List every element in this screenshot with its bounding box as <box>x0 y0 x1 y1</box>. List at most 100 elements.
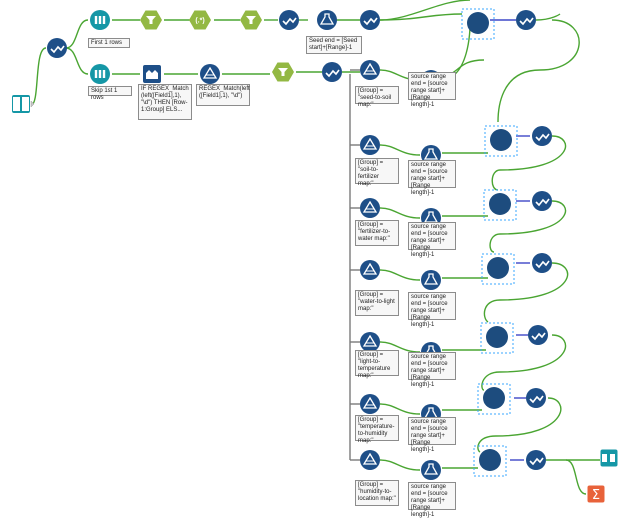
join-selection-box <box>480 322 514 354</box>
select-check-icon <box>529 395 544 404</box>
formula-tool-regex[interactable] <box>200 64 220 84</box>
annotation-group-filter-7: [Group] = "humidity-to-location map:" <box>355 480 399 506</box>
select-tool-top-3[interactable] <box>360 10 380 30</box>
filter-group-tool[interactable] <box>360 450 380 470</box>
triangle-formula-icon <box>362 62 378 75</box>
filter-icon <box>246 16 256 24</box>
join-tool[interactable] <box>483 387 505 409</box>
select-tool-after-join[interactable] <box>532 191 552 211</box>
annotation-first-rows: First 1 rows <box>88 38 130 48</box>
input-data-tool[interactable] <box>12 95 30 113</box>
join-tool[interactable] <box>486 326 508 348</box>
join-tool[interactable] <box>467 12 489 34</box>
select-tool-top-2[interactable] <box>279 10 299 30</box>
formula-source-range-tool[interactable] <box>421 270 441 290</box>
annotation-group-filter-5: [Group] = "light-to-temperature map:" <box>355 350 399 379</box>
multirow-formula-tool[interactable] <box>143 65 161 83</box>
select-tool-after-join[interactable] <box>528 325 548 345</box>
annotation-group-filter-4: [Group] = "water-to-light map:" <box>355 290 399 316</box>
filter-tool-1[interactable] <box>140 10 162 30</box>
annotation-seed-end: Seed end = [Seed start]+[Range]-1 <box>306 36 362 54</box>
select-tool-after-join[interactable] <box>532 126 552 146</box>
filter-tool-2[interactable] <box>240 10 262 30</box>
summarize-tool[interactable]: Σ <box>587 485 605 504</box>
select-check-icon <box>529 457 544 466</box>
annotation-regex-match: REGEX_Match(left ([Field1],1), "\d") <box>196 84 250 106</box>
join-selection-box <box>473 445 507 477</box>
filter-group-tool[interactable] <box>360 332 380 352</box>
join-selection-box <box>477 383 511 415</box>
filter-group-tool[interactable] <box>360 135 380 155</box>
select-tool-after-join[interactable] <box>532 253 552 273</box>
filter-icon <box>146 16 156 24</box>
connection-line <box>489 200 567 253</box>
triangle-formula-icon <box>362 452 378 465</box>
join-tool[interactable] <box>487 257 509 279</box>
connection-line <box>30 47 47 106</box>
formula-tool-seed[interactable] <box>317 10 337 30</box>
join-tool[interactable] <box>479 449 501 471</box>
triangle-formula-icon <box>362 334 378 347</box>
select-tool-after-join[interactable] <box>526 450 546 470</box>
sample-icon <box>94 16 106 24</box>
connection-line <box>65 47 89 75</box>
sigma-icon: Σ <box>592 488 600 503</box>
formula-source-range-tool[interactable] <box>421 460 441 480</box>
select-check-icon <box>535 133 550 142</box>
connection-line <box>379 269 421 281</box>
connection-line <box>379 459 421 471</box>
connection-line <box>379 403 421 415</box>
filter-group-tool[interactable] <box>360 198 380 218</box>
sample-icon <box>94 70 106 78</box>
join-tool[interactable] <box>489 193 511 215</box>
connection-line <box>379 0 471 21</box>
filter-icon <box>278 68 288 76</box>
select-tool-after-join[interactable] <box>516 10 536 30</box>
connection-line <box>565 459 587 495</box>
annotation-source-range-5: source range end = [source range start]+… <box>408 352 456 388</box>
annotation-skip-rows: Skip 1st 1 rows <box>88 86 132 101</box>
select-check-icon <box>50 45 65 54</box>
connection-line <box>491 135 567 191</box>
connection-line <box>483 262 569 323</box>
annotation-source-range-7: source range end = [source range start]+… <box>408 482 456 518</box>
sample-tool-skip[interactable] <box>90 64 110 84</box>
select-tool-after-join[interactable] <box>526 388 546 408</box>
join-selection-box <box>483 189 517 221</box>
join-selection-box <box>481 253 515 285</box>
triangle-formula-icon <box>362 262 378 275</box>
sample-tool-top[interactable] <box>90 10 110 30</box>
triangle-formula-icon <box>362 200 378 213</box>
select-tool-lower[interactable] <box>322 62 342 82</box>
binoculars-icon <box>602 454 615 462</box>
annotation-group-filter-1: [Group] = "seed-to-soil map:" <box>355 86 399 108</box>
regex-icon-label: (.*) <box>195 18 204 25</box>
filter-group-tool[interactable] <box>360 260 380 280</box>
connection-line <box>65 19 89 49</box>
join-tool[interactable] <box>490 129 512 151</box>
annotation-source-range-4: source range end = [source range start]+… <box>408 292 456 328</box>
annotation-group-filter-6: [Group] = "temperature-to-humidity map:" <box>355 415 399 444</box>
triangle-formula-icon <box>202 66 218 79</box>
filter-group-tool[interactable] <box>360 394 380 414</box>
regex-tool-top[interactable]: (.*) <box>189 10 211 30</box>
book-icon <box>13 97 29 111</box>
annotation-if-regex: IF REGEX_Match (left([Field1],1), "\d") … <box>138 84 192 120</box>
select-check-icon <box>325 69 340 78</box>
flask-icon <box>423 463 439 475</box>
filter-tool-lower[interactable] <box>272 62 294 82</box>
connection-line <box>379 341 421 353</box>
filter-group-tool[interactable] <box>360 60 380 80</box>
annotation-source-range-6: source range end = [source range start]+… <box>408 417 456 453</box>
output-anchor[interactable] <box>30 100 35 108</box>
browse-tool[interactable] <box>600 449 618 467</box>
select-tool-entry[interactable] <box>47 38 67 58</box>
annotation-source-range-1: source range end = [source range start]+… <box>408 72 456 108</box>
annotation-source-range-3: source range end = [source range start]+… <box>408 222 456 258</box>
select-check-icon <box>535 198 550 207</box>
select-check-icon <box>519 17 534 26</box>
connection-line <box>379 144 421 156</box>
select-check-icon <box>363 17 378 26</box>
join-selection-box <box>461 8 495 40</box>
